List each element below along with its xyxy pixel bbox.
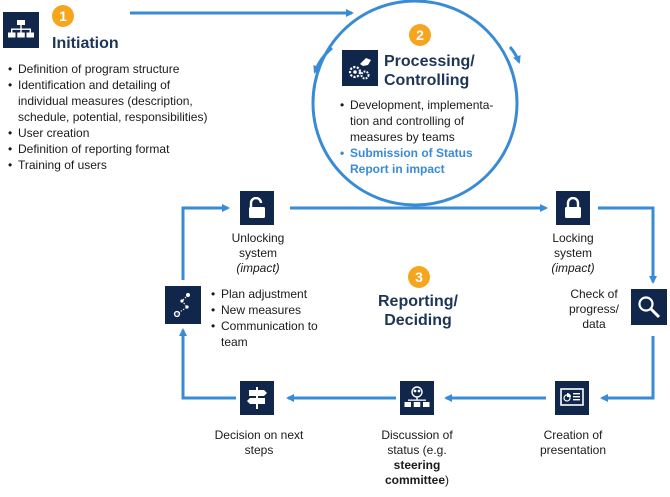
caption-line: Decision on next [214,428,304,442]
path-nodes-icon [165,286,201,324]
decision-caption: Decision on next steps [200,428,318,458]
caption-line: Check of [570,287,618,301]
meeting-icon [400,381,434,415]
caption-line: Unlocking [231,231,285,245]
list-item: Definition of reporting format [8,141,208,157]
gears-hand-icon [342,50,378,86]
list-item: New measures [211,302,341,318]
arrow-circle-left [313,46,333,74]
caption-line: data [582,317,606,331]
list-item: Development, implementa-tion and control… [340,97,510,145]
phase2-circle [311,0,519,207]
presentation-icon [555,381,589,415]
phase1-list: Definition of program structure Identifi… [8,61,208,173]
caption-line: steps [244,443,274,457]
phase2-badge: 2 [409,24,431,46]
org-chart-icon [3,12,39,48]
caption-line: (impact) [236,261,280,275]
arrow-circle-right [508,46,521,64]
phase2-title-line2: Controlling [384,72,470,89]
locked-padlock-icon [556,191,590,225]
list-item: Communication to team [211,318,341,350]
list-item: Plan adjustment [211,286,341,302]
caption-line: Locking [552,231,594,245]
caption-line: steering [393,458,441,472]
caption-line: system [238,246,277,260]
list-item: Identification and detailing of individu… [8,77,208,125]
creation-caption: Creation of presentation [525,428,621,458]
list-item: Training of users [8,157,208,173]
caption-line: presentation [539,443,607,457]
list-item: Definition of program structure [8,61,208,77]
check-caption: Check of progress/ data [560,287,628,332]
discussion-caption: Discussion of status (e.g. steering comm… [362,428,472,488]
adjust-list: Plan adjustment New measures Communicati… [211,286,341,350]
arrow-decision-to-adjust [179,328,236,400]
phase2-list: Development, implementa-tion and control… [340,97,510,177]
phase3-title-line2: Deciding [384,312,452,329]
arrow-locking-to-check [598,206,657,284]
caption-line: system [553,246,592,260]
list-item: User creation [8,125,208,141]
caption-line: progress/ [568,302,620,316]
phase1-badge: 1 [52,5,74,27]
phase3-title-line1: Reporting/ [378,293,458,310]
caption-line: Discussion of [381,428,453,442]
signpost-icon [240,381,274,415]
phase3-title: Reporting/ Deciding [378,292,458,330]
caption-line: Creation of [543,428,603,442]
locking-caption: Locking system (impact) [525,231,621,276]
arrow-check-to-creation [600,336,655,402]
caption-line: (impact) [551,261,595,275]
caption-line: committee) [384,473,450,487]
phase2-title: Processing/ Controlling [384,52,475,90]
magnifier-icon [631,289,667,325]
caption-line: status (e.g. [387,443,447,457]
arrow-adjust-to-unlocking [181,204,230,280]
phase1-title: Initiation [52,35,119,52]
phase3-badge: 3 [408,266,430,288]
list-item-highlight: Submission of Status Report in impact [340,145,510,177]
unlocked-padlock-icon [240,191,274,225]
unlocking-caption: Unlocking system (impact) [210,231,306,276]
phase2-title-line1: Processing/ [384,53,475,70]
